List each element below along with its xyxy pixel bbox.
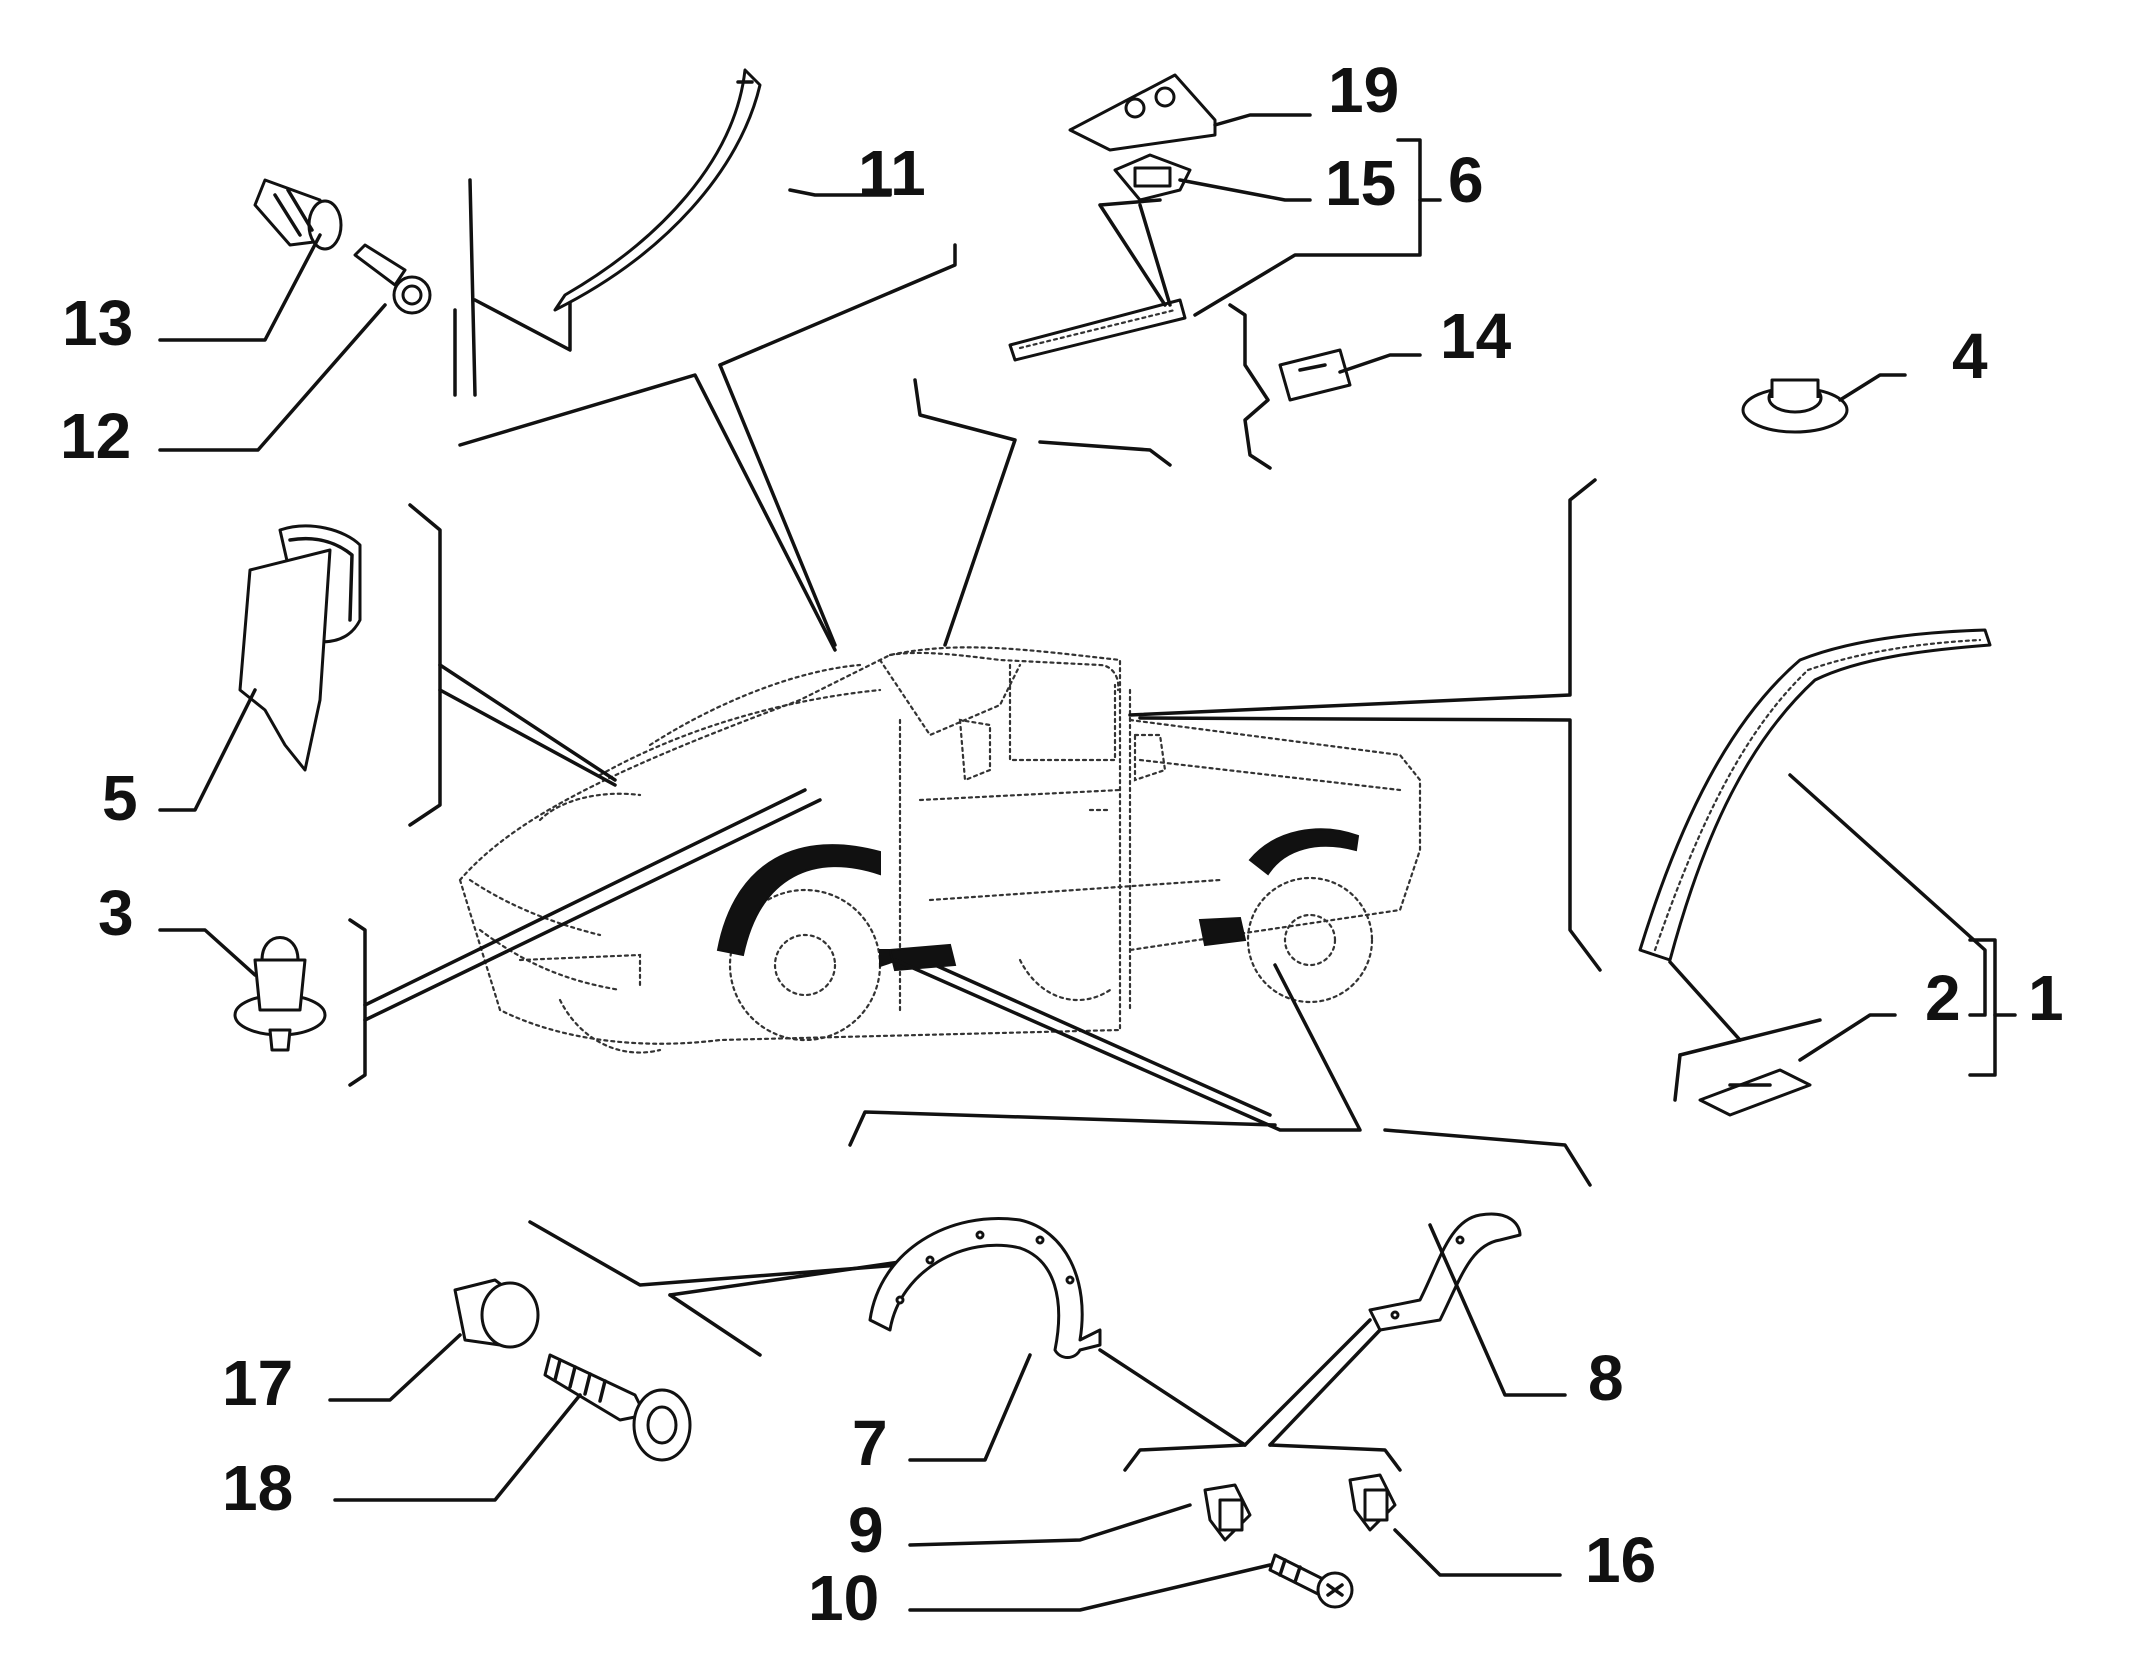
callout-numbers: 11 13 12 19 15 6 14 4 5 3 2 1 17 18 7 8 … (60, 54, 2064, 1634)
callout-17: 17 (222, 1347, 293, 1419)
part-12-flange-screw (353, 243, 432, 315)
part-10-screw (1268, 1553, 1354, 1609)
callout-19: 19 (1328, 54, 1399, 126)
part-14-small-clip (1278, 348, 1352, 402)
part-18-screw (543, 1353, 692, 1462)
part-8-rear-arch-liner (1368, 1212, 1522, 1332)
callout-2: 2 (1925, 962, 1961, 1034)
callout-15: 15 (1325, 147, 1396, 219)
part-15-clip (1113, 153, 1192, 202)
part-17-grommet (453, 1278, 540, 1349)
part-11-trim-strip (553, 68, 762, 312)
part-7-wheel-arch-liner (868, 1217, 1102, 1359)
part-2-clip (1698, 1068, 1812, 1117)
callout-8: 8 (1588, 1342, 1624, 1414)
callout-4: 4 (1952, 320, 1988, 392)
callout-5: 5 (102, 762, 138, 834)
callout-10: 10 (808, 1562, 879, 1634)
callout-14: 14 (1440, 300, 1512, 372)
part-4-nut (1741, 378, 1849, 434)
callout-3: 3 (98, 877, 134, 949)
part-6-roof-strip (1008, 198, 1187, 362)
part-9-clip (1203, 1483, 1252, 1542)
callout-18: 18 (222, 1452, 293, 1524)
part-13-plastic-plug (253, 178, 343, 251)
callout-leaders (158, 113, 2017, 1612)
callout-6: 6 (1448, 144, 1484, 216)
callout-11: 11 (858, 137, 926, 209)
callout-12: 12 (60, 400, 131, 472)
callout-1: 1 (2028, 962, 2064, 1034)
leader-lines (348, 178, 1822, 1472)
part-19-bracket (1068, 73, 1217, 152)
callout-7: 7 (852, 1407, 888, 1479)
part-5-seal (238, 524, 362, 772)
part-3-push-clip (233, 936, 327, 1052)
callout-9: 9 (848, 1494, 884, 1566)
part-1-2-door-seal (1638, 628, 1992, 962)
callout-13: 13 (62, 287, 133, 359)
callout-16: 16 (1585, 1524, 1656, 1596)
part-16-clip (1348, 1473, 1397, 1532)
